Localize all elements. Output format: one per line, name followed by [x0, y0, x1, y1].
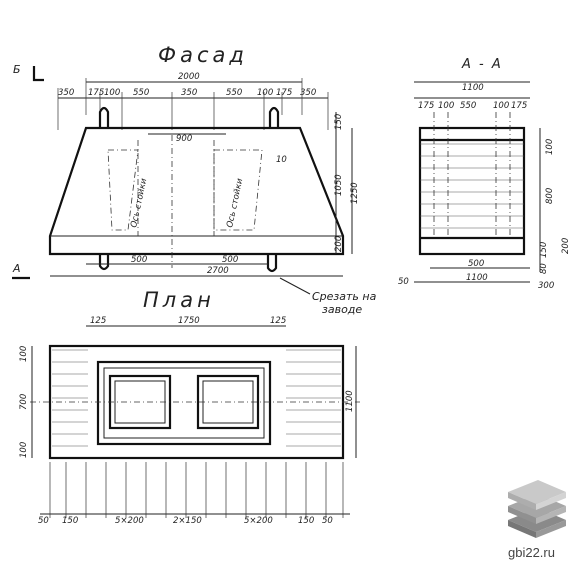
plan-bottom-dim-1: 50	[38, 516, 49, 526]
facade-title: Фасад	[158, 43, 248, 67]
plan-top-dim-1: 125	[90, 316, 106, 326]
facade-small-dim: 10	[276, 155, 287, 165]
plan-bottom-dim-6: 150	[298, 516, 314, 526]
facade-dim-inner: 900	[176, 134, 192, 144]
plan-title: План	[143, 288, 215, 312]
section-mark-b: Б	[13, 63, 21, 76]
section-right-dim-4: 80	[539, 263, 549, 274]
section-dim-overall: 1100	[462, 83, 484, 93]
plan-bottom-dim-4: 2×150	[173, 516, 202, 526]
facade-bottom-dim-2: 500	[222, 255, 238, 265]
facade-axis-label-left: Ось стойки	[129, 177, 149, 229]
plan-left-dim-3: 100	[19, 442, 29, 458]
plan-hatching-left	[52, 349, 88, 447]
plan-frame-outer	[96, 360, 272, 446]
facade-dim-top-8: 175	[276, 88, 292, 98]
section-dim-top-2: 100	[438, 101, 454, 111]
facade-right-dim-1: 150	[334, 114, 344, 130]
section-mark-a: А	[12, 262, 21, 275]
facade-dim-top-2: 175	[88, 88, 104, 98]
section-body-outline	[418, 126, 526, 256]
section-right-dim-2: 800	[545, 188, 555, 204]
section-bottom-dim-2: 1100	[466, 273, 488, 283]
section-right-dim-5: 200	[561, 238, 571, 254]
section-bottom-dim-3: 300	[538, 281, 554, 291]
plan-bottom-dim-5: 5×200	[244, 516, 273, 526]
facade-extension-lines	[57, 78, 329, 130]
plan-right-dim: 1100	[345, 390, 355, 412]
facade-cut-leader	[279, 277, 311, 295]
section-view: А - А 1100 175 100 550 100 175 100 800 1…	[398, 57, 571, 291]
section-bottom-dim-1: 500	[468, 259, 484, 269]
section-rebar-lines	[433, 112, 511, 238]
facade-axis-label-right: Ось стойки	[225, 177, 245, 229]
plan-top-dim-3: 125	[270, 316, 286, 326]
section-dim-top-1: 175	[418, 101, 434, 111]
facade-right-dim-3: 1250	[350, 182, 360, 204]
facade-view: Фасад Б 2000 350 175 100 550 350 550 100…	[12, 43, 377, 316]
plan-left-dim-2: 700	[19, 394, 29, 410]
facade-dim-top-9: 350	[300, 88, 316, 98]
facade-dim-top-6: 550	[226, 88, 242, 98]
facade-bottom-dim-3: 2700	[207, 266, 229, 276]
section-mark-b-arrow	[32, 66, 44, 82]
plan-hatching-right	[286, 349, 341, 447]
plan-bottom-ticks	[49, 462, 344, 518]
section-right-dim-3: 150	[539, 242, 549, 258]
section-dim-top-4: 100	[493, 101, 509, 111]
facade-lift-loop-left	[98, 106, 110, 128]
facade-cut-note-1: Срезать на	[312, 290, 377, 303]
plan-bottom-dim-2: 150	[62, 516, 78, 526]
plan-top-dim-2: 1750	[178, 316, 200, 326]
plan-view: План 125 1750 125 100 700 100	[19, 288, 360, 526]
plan-bottom-dim-7: 50	[322, 516, 333, 526]
stacked-slabs-logo-icon	[508, 480, 566, 538]
facade-dim-overall: 2000	[178, 72, 200, 82]
watermark: gbi22.ru	[508, 480, 566, 560]
section-hatching	[420, 143, 524, 229]
watermark-text: gbi22.ru	[508, 545, 555, 560]
facade-right-dim-4: 200	[334, 236, 344, 252]
facade-body-outline	[48, 126, 345, 256]
plan-left-dim-1: 100	[19, 346, 29, 362]
section-title: А - А	[461, 57, 503, 72]
facade-bottom-dim-1: 500	[131, 255, 147, 265]
facade-dim-top-3: 100	[104, 88, 120, 98]
facade-dim-top-5: 350	[181, 88, 197, 98]
facade-bottom-loop-left	[98, 254, 110, 271]
facade-right-dim-2: 1050	[334, 174, 344, 196]
facade-lift-loop-right	[268, 106, 280, 128]
facade-cut-note-2: заводе	[322, 303, 362, 316]
facade-dim-top-7: 100	[257, 88, 273, 98]
plan-opening-right	[196, 374, 260, 430]
section-dim-top-5: 175	[511, 101, 527, 111]
facade-bottom-loop-right	[266, 254, 278, 273]
section-bottom-dim-4: 50	[398, 277, 409, 287]
facade-dim-top-1: 350	[58, 88, 74, 98]
plan-frame-inner	[103, 367, 265, 439]
facade-right-cavity	[213, 149, 263, 231]
section-right-dim-1: 100	[545, 139, 555, 155]
plan-bottom-dim-3: 5×200	[115, 516, 144, 526]
facade-dim-top-4: 550	[133, 88, 149, 98]
section-dim-top-3: 550	[460, 101, 476, 111]
